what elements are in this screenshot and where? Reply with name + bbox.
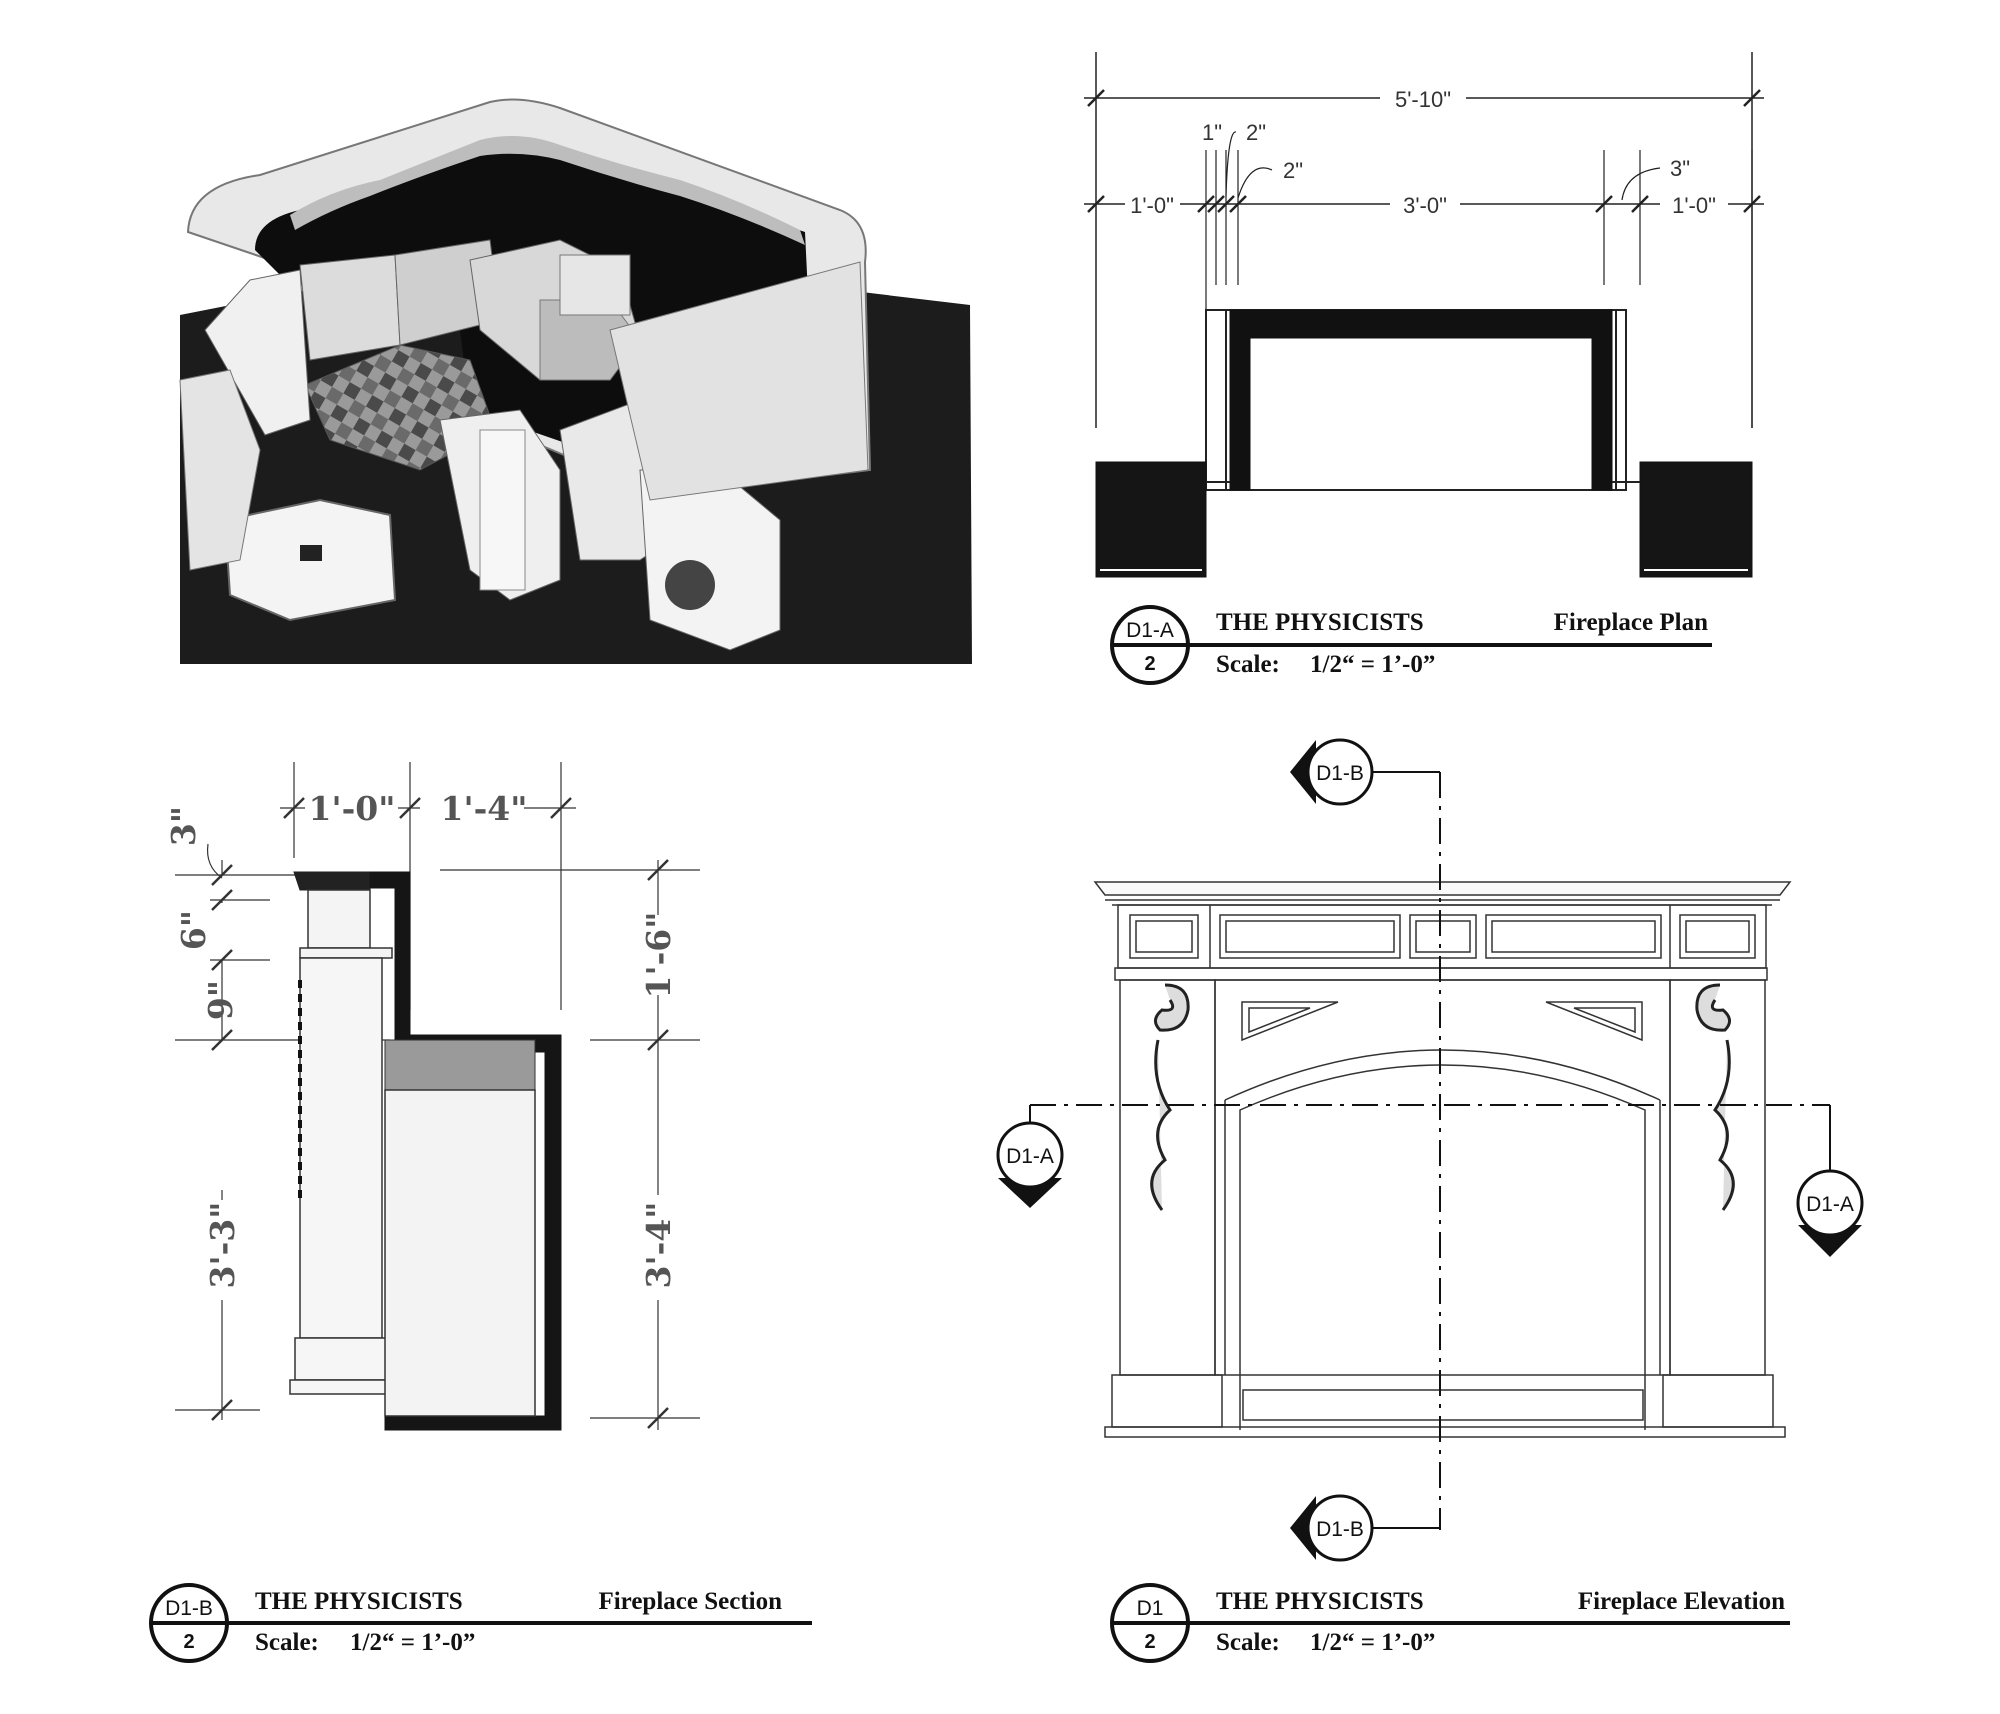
plan-show-title: THE PHYSICISTS bbox=[1216, 609, 1424, 636]
section-cut-tag-right: D1-A bbox=[1796, 1169, 1864, 1257]
section-3in-dim: 3" bbox=[164, 806, 203, 846]
elevation-title-block: D1 2 THE PHYSICISTS Fireplace Elevation … bbox=[1110, 1583, 1790, 1663]
tag-top-label: D1-B bbox=[1316, 762, 1364, 785]
elevation-show-title: THE PHYSICISTS bbox=[1216, 1588, 1424, 1615]
section-1ft-dim: 1'-0" bbox=[309, 789, 396, 828]
plan-scale-value: 1/2“ = 1’-0” bbox=[1310, 651, 1435, 678]
fireplace-plan bbox=[1084, 52, 1764, 578]
elevation-scale-label: Scale: bbox=[1216, 1629, 1280, 1656]
model-photo bbox=[179, 60, 972, 664]
plan-left-depth-dim: 1'-0" bbox=[1130, 193, 1174, 218]
elevation-sheet-number: 2 bbox=[1144, 1631, 1155, 1653]
section-sheet-number: 2 bbox=[183, 1631, 194, 1653]
plan-title-block: D1-A 2 THE PHYSICISTS Fireplace Plan Sca… bbox=[1110, 605, 1712, 685]
tag-left-label: D1-A bbox=[1006, 1145, 1054, 1168]
section-1ft4-dim: 1'-4" bbox=[441, 789, 528, 828]
section-show-title: THE PHYSICISTS bbox=[255, 1588, 463, 1615]
section-cut-tag-top: D1-B bbox=[1290, 738, 1374, 806]
plan-2in-dim-b: 2" bbox=[1283, 158, 1303, 183]
fireplace-section bbox=[175, 762, 700, 1431]
elevation-scale-value: 1/2“ = 1’-0” bbox=[1310, 1629, 1435, 1656]
plan-sheet-number: 2 bbox=[1144, 653, 1155, 675]
plan-view-title: Fireplace Plan bbox=[1554, 609, 1708, 636]
section-9in-dim: 9" bbox=[201, 980, 240, 1020]
elevation-tag-id: D1 bbox=[1137, 1597, 1164, 1620]
section-scale-label: Scale: bbox=[255, 1629, 319, 1656]
tag-bottom-label: D1-B bbox=[1316, 1518, 1364, 1541]
plan-3in-dim: 3" bbox=[1670, 156, 1690, 181]
plan-scale-label: Scale: bbox=[1216, 651, 1280, 678]
plan-opening-dim: 3'-0" bbox=[1403, 193, 1447, 218]
section-tag-id: D1-B bbox=[165, 1597, 213, 1620]
section-scale-value: 1/2“ = 1’-0” bbox=[350, 1629, 475, 1656]
section-6in-dim: 6" bbox=[174, 910, 213, 950]
section-1ft6-dim: 1'-6" bbox=[639, 912, 678, 999]
section-title-block: D1-B 2 THE PHYSICISTS Fireplace Section … bbox=[149, 1583, 812, 1663]
plan-right-depth-dim: 1'-0" bbox=[1672, 193, 1716, 218]
section-3ft4-dim: 3'-4" bbox=[639, 1202, 678, 1289]
section-3ft3-dim: 3'-3" bbox=[203, 1202, 242, 1289]
plan-overall-dim: 5'-10" bbox=[1395, 87, 1451, 112]
plan-1in-dim: 1" bbox=[1202, 120, 1222, 145]
plan-2in-dim-a: 2" bbox=[1246, 120, 1266, 145]
section-view-title: Fireplace Section bbox=[598, 1588, 782, 1615]
elevation-view-title: Fireplace Elevation bbox=[1578, 1588, 1785, 1615]
fireplace-elevation bbox=[1029, 771, 1831, 1530]
section-cut-tag-left: D1-A bbox=[996, 1121, 1064, 1208]
plan-tag-id: D1-A bbox=[1126, 619, 1174, 642]
section-cut-tag-bottom: D1-B bbox=[1290, 1494, 1374, 1562]
tag-right-label: D1-A bbox=[1806, 1193, 1854, 1216]
